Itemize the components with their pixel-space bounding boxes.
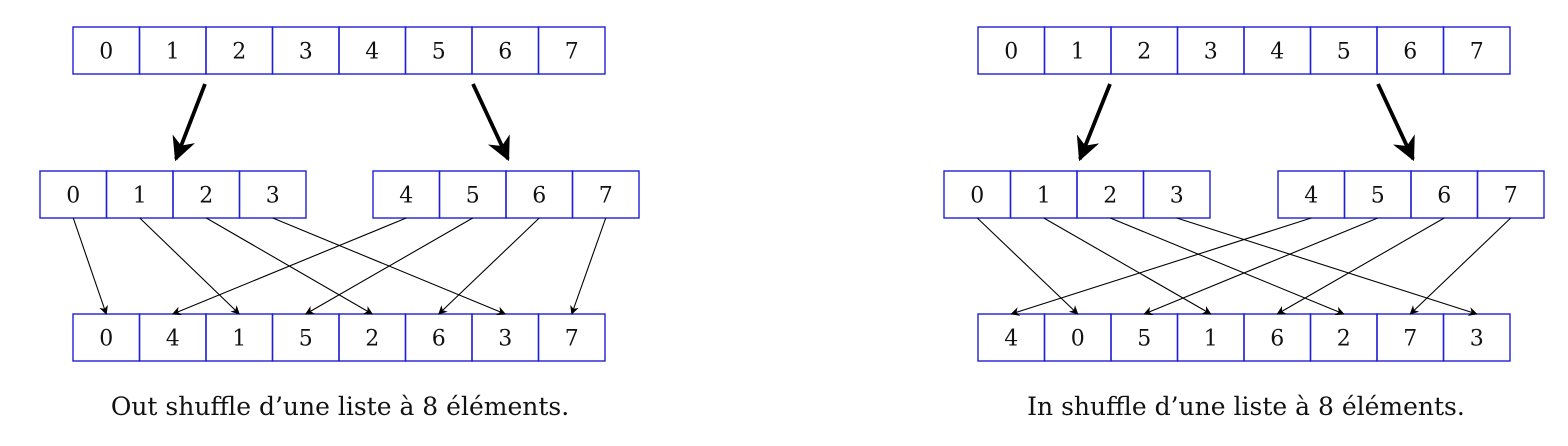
interleave-arrow [1143, 217, 1378, 316]
split-arrow-right [1376, 83, 1415, 162]
interleave-arrow [1276, 217, 1445, 315]
result-row-value: 5 [1137, 327, 1151, 352]
result-row-value: 7 [1403, 327, 1417, 352]
left-half-row: 0 1 2 3 [39, 170, 307, 219]
left-half-row-value: 1 [133, 184, 147, 209]
result-row-value: 3 [498, 327, 512, 352]
original-row-value: 1 [166, 40, 180, 65]
original-row-value: 3 [299, 40, 313, 65]
original-row-value: 7 [565, 40, 579, 65]
result-row-value: 7 [565, 327, 579, 352]
out-shuffle-diagram: 0 1 2 3 4 5 6 7 0 1 2 3 4 5 6 7 0 4 1 5 2 6 3 7 [39, 26, 640, 362]
result-row-value: 2 [1337, 327, 1351, 352]
in-shuffle-diagram: 0 1 2 3 4 5 6 7 0 1 2 3 4 5 6 7 4 0 5 1 6 2 7 3 [943, 26, 1545, 362]
interleave-arrow [304, 217, 474, 315]
result-row: 0 4 1 5 2 6 3 7 [72, 313, 606, 362]
original-row-value: 0 [99, 40, 113, 65]
left-half-row-value: 3 [266, 184, 280, 209]
result-row: 4 0 5 1 6 2 7 3 [977, 313, 1511, 362]
left-half-row: 0 1 2 3 [943, 170, 1211, 219]
original-row-value: 3 [1204, 40, 1218, 65]
interleave-arrow [72, 217, 108, 315]
result-row-value: 3 [1470, 327, 1484, 352]
split-arrow-left [1076, 83, 1112, 162]
right-half-row: 4 5 6 7 [372, 170, 640, 219]
right-half-row-value: 7 [1504, 184, 1518, 209]
original-row-value: 4 [1270, 40, 1284, 65]
interleave-arrow [1043, 217, 1212, 315]
original-row: 0 1 2 3 4 5 6 7 [977, 26, 1511, 75]
interleave-arrow [1110, 217, 1345, 316]
interleave-arrow [438, 217, 540, 315]
out-shuffle-caption: Out shuffle d’une liste à 8 éléments. [110, 392, 570, 421]
result-row-value: 0 [1071, 327, 1085, 352]
original-row-value: 2 [1137, 40, 1151, 65]
split-arrow-right [471, 83, 510, 162]
original-row: 0 1 2 3 4 5 6 7 [72, 26, 606, 75]
result-row-value: 4 [1004, 327, 1018, 352]
result-row-value: 1 [232, 327, 246, 352]
left-half-row-value: 1 [1037, 184, 1051, 209]
original-row-value: 4 [365, 40, 379, 65]
result-row-value: 2 [365, 327, 379, 352]
result-row-value: 6 [432, 327, 446, 352]
split-arrow-left [172, 83, 207, 162]
left-half-row-value: 0 [970, 184, 984, 209]
right-half-row-value: 7 [599, 184, 613, 209]
left-half-row-value: 0 [66, 184, 80, 209]
right-half-row-value: 5 [466, 184, 480, 209]
left-half-row-value: 2 [199, 184, 213, 209]
interleave-arrow [1409, 217, 1512, 315]
result-row-value: 4 [166, 327, 180, 352]
original-row-value: 7 [1470, 40, 1484, 65]
interleave-arrow [1176, 217, 1478, 316]
left-half-row-value: 3 [1170, 184, 1184, 209]
right-half-row-value: 5 [1371, 184, 1385, 209]
original-row-value: 1 [1071, 40, 1085, 65]
left-half-row-value: 2 [1103, 184, 1117, 209]
interleave-arrow [1010, 217, 1312, 316]
interleave-arrow [570, 217, 607, 315]
original-row-value: 6 [498, 40, 512, 65]
original-row-value: 0 [1004, 40, 1018, 65]
right-half-row-value: 6 [532, 184, 546, 209]
right-half-row-value: 6 [1437, 184, 1451, 209]
interleave-arrow [976, 217, 1079, 315]
right-half-row-value: 4 [1304, 184, 1318, 209]
result-row-value: 1 [1204, 327, 1218, 352]
right-half-row-value: 4 [399, 184, 413, 209]
interleave-arrow [139, 217, 240, 315]
result-row-value: 6 [1270, 327, 1284, 352]
original-row-value: 2 [232, 40, 246, 65]
result-row-value: 0 [99, 327, 113, 352]
interleave-arrow [171, 217, 407, 316]
result-row-value: 5 [299, 327, 313, 352]
original-row-value: 6 [1403, 40, 1417, 65]
original-row-cell [1442, 26, 1511, 75]
original-row-value: 5 [432, 40, 446, 65]
right-half-row: 4 5 6 7 [1277, 170, 1545, 219]
in-shuffle-caption: In shuffle d’une liste à 8 éléments. [1027, 392, 1465, 421]
original-row-cell [537, 26, 606, 75]
original-row-value: 5 [1337, 40, 1351, 65]
